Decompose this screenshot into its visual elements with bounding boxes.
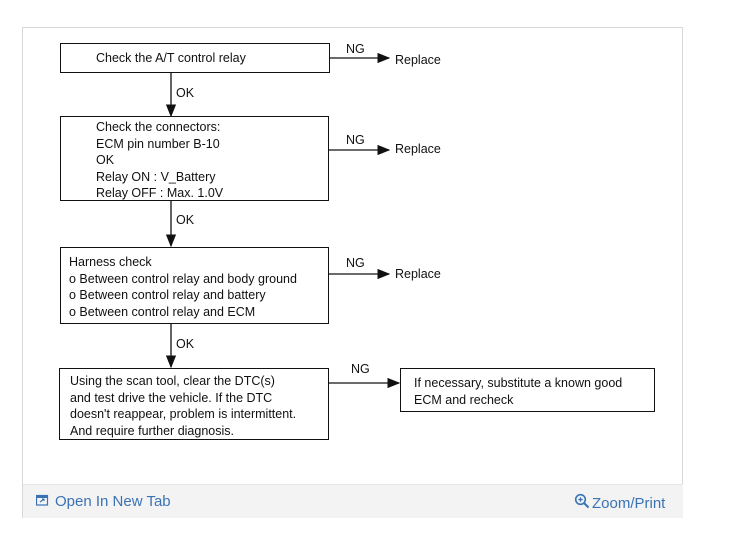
step-line: Relay OFF : Max. 1.0V [96,186,224,200]
step-line: If necessary, substitute a known good [414,376,623,390]
step-line: Relay ON : V_Battery [96,169,216,184]
replace-label: Replace [395,53,441,67]
replace-label: Replace [395,267,441,281]
step-line: o Between control relay and body ground [69,271,297,286]
step-check-relay-text: Check the A/T control relay [96,51,246,65]
ok-label: OK [176,213,195,227]
open-new-tab-label: Open In New Tab [55,493,171,510]
step-line: Check the connectors: [96,120,221,134]
footer-bar: Open In New Tab Zoom/Print [23,484,683,518]
step-line: OK [96,153,115,167]
open-new-tab-icon [35,493,49,510]
step-check-connectors-box: Check the connectors: ECM pin number B-1… [60,116,329,201]
zoom-print-link[interactable]: Zoom/Print [574,493,665,513]
zoom-print-label: Zoom/Print [592,494,666,512]
step-line: Using the scan tool, clear the DTC(s) [70,374,275,388]
step-substitute-ecm-box: If necessary, substitute a known good EC… [400,368,655,412]
ok-label: OK [176,337,195,351]
ng-label: NG [346,42,365,56]
magnifier-icon [574,493,590,513]
replace-label: Replace [395,142,441,156]
step-line: Harness check [69,255,152,269]
step-check-relay-box: Check the A/T control relay [60,43,330,73]
ng-label: NG [346,133,365,147]
step-line: and test drive the vehicle. If the DTC [70,390,273,405]
ng-label: NG [346,256,365,270]
step-line: And require further diagnosis. [70,423,234,438]
step-scan-tool-box: Using the scan tool, clear the DTC(s) an… [59,368,329,440]
step-line: ECM pin number B-10 [96,136,220,151]
step-line: ECM and recheck [414,392,514,407]
step-line: o Between control relay and battery [69,288,266,302]
step-line: o Between control relay and ECM [69,304,256,319]
ng-label: NG [351,362,370,376]
ok-label: OK [176,86,195,100]
step-line: doesn't reappear, problem is intermitten… [70,407,297,421]
step-harness-check-box: Harness check o Between control relay an… [60,247,329,324]
open-new-tab-link[interactable]: Open In New Tab [35,493,171,510]
